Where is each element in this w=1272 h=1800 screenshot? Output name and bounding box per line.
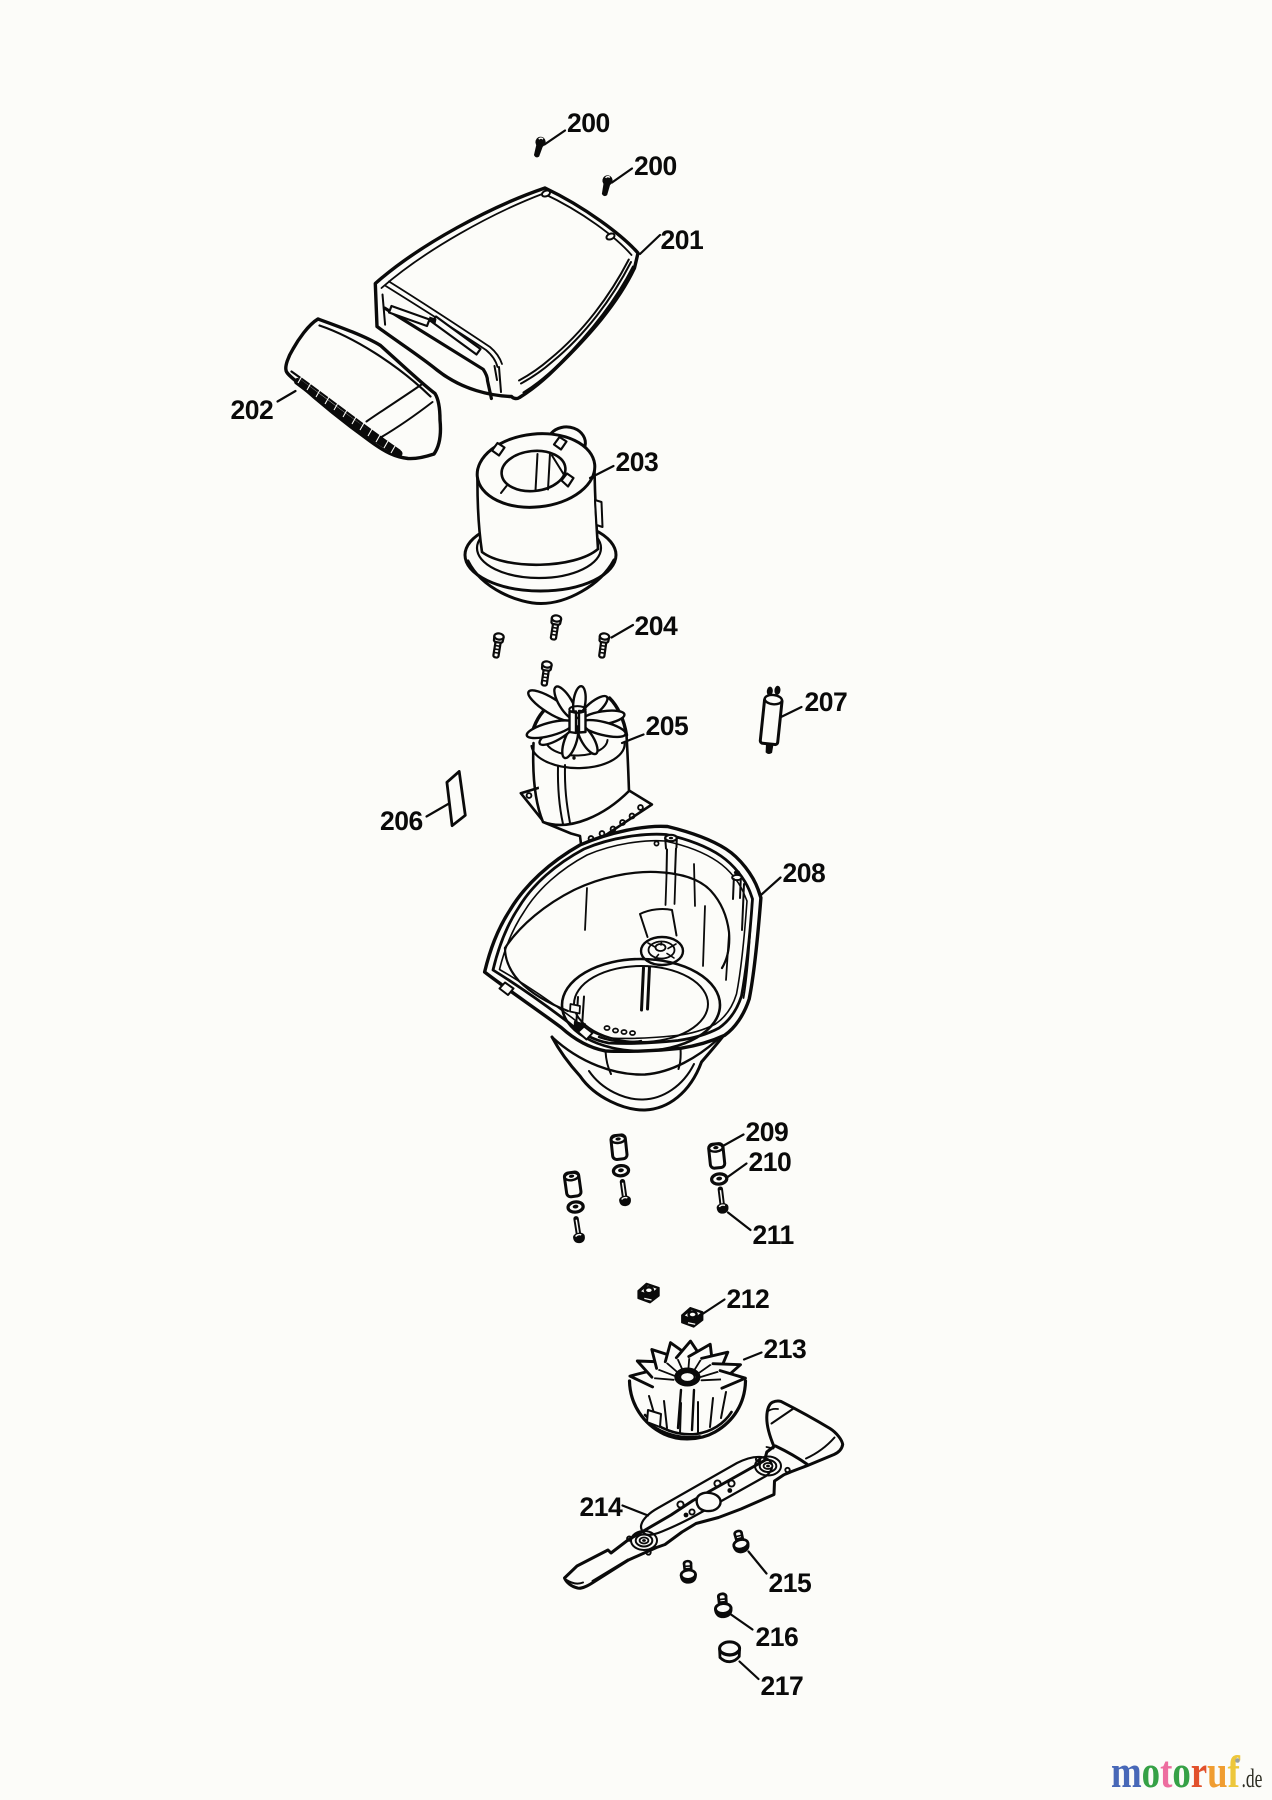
- svg-text:217: 217: [761, 1671, 804, 1701]
- svg-text:.de: .de: [1242, 1764, 1263, 1793]
- svg-text:207: 207: [805, 687, 848, 717]
- svg-text:212: 212: [727, 1284, 770, 1314]
- svg-text:motoruf: motoruf: [1111, 1747, 1241, 1798]
- svg-text:200: 200: [567, 108, 610, 138]
- svg-text:209: 209: [746, 1117, 789, 1147]
- svg-text:214: 214: [580, 1492, 623, 1522]
- svg-text:202: 202: [231, 395, 274, 425]
- svg-text:216: 216: [756, 1622, 799, 1652]
- svg-text:204: 204: [635, 611, 678, 641]
- svg-text:208: 208: [783, 858, 826, 888]
- svg-text:205: 205: [646, 711, 689, 741]
- svg-text:213: 213: [764, 1334, 807, 1364]
- svg-text:203: 203: [616, 447, 659, 477]
- svg-text:215: 215: [769, 1568, 812, 1598]
- svg-text:210: 210: [749, 1147, 792, 1177]
- svg-text:201: 201: [661, 225, 704, 255]
- svg-text:200: 200: [634, 151, 677, 181]
- svg-text:206: 206: [380, 806, 423, 836]
- svg-text:211: 211: [753, 1220, 794, 1250]
